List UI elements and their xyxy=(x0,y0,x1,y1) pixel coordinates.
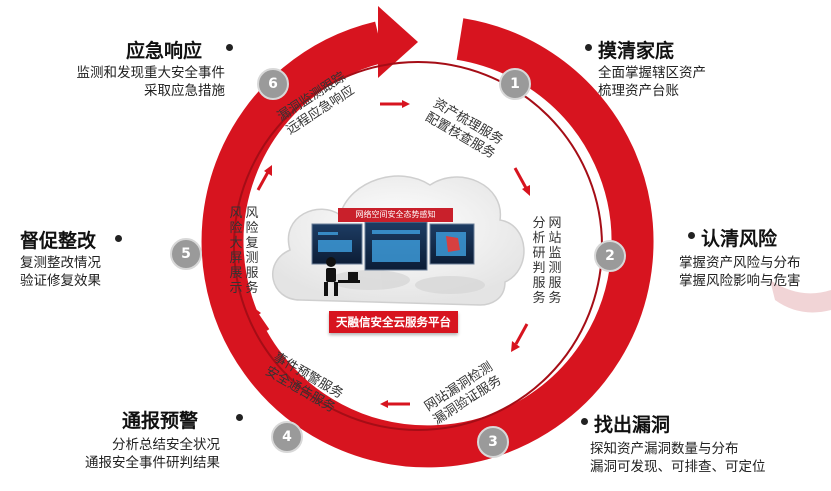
inner-arrow-tl-head xyxy=(264,165,272,176)
step-2-ring-text-1: 网站监测服务 xyxy=(548,216,562,306)
step-2-desc: 掌握资产风险与分布 掌握风险影响与危害 xyxy=(679,254,801,290)
inner-arrow-tr xyxy=(513,167,528,189)
step-1-desc: 全面掌握辖区资产 梳理资产台账 xyxy=(598,64,706,100)
step-3-desc: 探知资产漏洞数量与分布 漏洞可发现、可排查、可定位 xyxy=(590,440,766,476)
step-1-title: 摸清家底 xyxy=(598,40,675,62)
step-5-desc: 复测整改情况 验证修复效果 xyxy=(20,254,101,290)
inner-arrow-br-head xyxy=(511,341,520,352)
step-4-badge: 4 xyxy=(271,421,303,453)
step-4-desc-line-2: 通报安全事件研判结果 xyxy=(85,455,220,471)
inner-arrow-bl xyxy=(255,313,270,331)
ring-arrow-head xyxy=(378,6,418,78)
step-5-ring-text-1: 风险复测服务 xyxy=(245,206,259,296)
inner-arrows xyxy=(253,100,530,408)
step-4-desc: 分析总结安全状况 通报安全事件研判结果 xyxy=(40,436,220,472)
decor-swoosh xyxy=(770,280,831,313)
step-6-desc-line-1: 监测和发现重大安全事件 xyxy=(76,65,226,81)
step-3-title: 找出漏洞 xyxy=(594,414,671,436)
step-3-desc-line-1: 探知资产漏洞数量与分布 xyxy=(590,441,739,457)
inner-arrow-bottom-head xyxy=(380,400,388,408)
step-1-dot xyxy=(585,44,592,51)
step-6-title: 应急响应 xyxy=(126,40,203,62)
person-silhouette xyxy=(324,257,360,296)
step-6-dot xyxy=(226,44,233,51)
step-3-badge: 3 xyxy=(477,426,509,458)
inner-arrow-tl xyxy=(256,171,270,191)
step-5-dot xyxy=(115,235,122,242)
step-4-dot xyxy=(236,414,243,421)
step-5-badge: 5 xyxy=(170,238,202,270)
step-2-dot xyxy=(688,232,695,239)
step-2-title: 认清风险 xyxy=(701,228,778,250)
step-5-desc-line-1: 复测整改情况 xyxy=(20,255,101,271)
step-1-desc-line-2: 梳理资产台账 xyxy=(598,83,679,99)
step-6-desc: 监测和发现重大安全事件 采取应急措施 xyxy=(47,64,226,100)
step-4-title: 通报预警 xyxy=(122,410,199,432)
world-map-hint xyxy=(330,270,485,294)
screen-title: 网络空间安全态势感知 xyxy=(338,208,453,222)
step-5-title: 督促整改 xyxy=(20,230,97,252)
step-6-badge: 6 xyxy=(257,68,289,100)
step-3-desc-line-2: 漏洞可发现、可排查、可定位 xyxy=(590,459,766,475)
step-2-ring-text-2: 分析研判服务 xyxy=(532,216,546,306)
step-2-badge: 2 xyxy=(594,240,626,272)
step-6-desc-line-2: 采取应急措施 xyxy=(144,83,225,99)
inner-arrow-bl-head xyxy=(253,307,261,318)
platform-label: 天融信安全云服务平台 xyxy=(329,311,458,333)
inner-arrow-br xyxy=(514,323,529,345)
outer-ring xyxy=(201,18,654,468)
screen-details xyxy=(318,230,466,262)
step-2-desc-line-1: 掌握资产风险与分布 xyxy=(679,255,801,271)
step-1-badge: 1 xyxy=(499,68,531,100)
step-4-desc-line-1: 分析总结安全状况 xyxy=(112,437,220,453)
inner-arrow-tr-head xyxy=(522,185,530,196)
step-5-ring-text-2: 风险大屏展示 xyxy=(229,206,243,296)
inner-arrow-top-head xyxy=(402,100,410,108)
step-2-desc-line-2: 掌握风险影响与危害 xyxy=(679,273,801,289)
screen-map-glyph xyxy=(446,236,460,252)
step-1-desc-line-1: 全面掌握辖区资产 xyxy=(598,65,706,81)
step-5-desc-line-2: 验证修复效果 xyxy=(20,273,101,289)
step-3-dot xyxy=(581,418,588,425)
